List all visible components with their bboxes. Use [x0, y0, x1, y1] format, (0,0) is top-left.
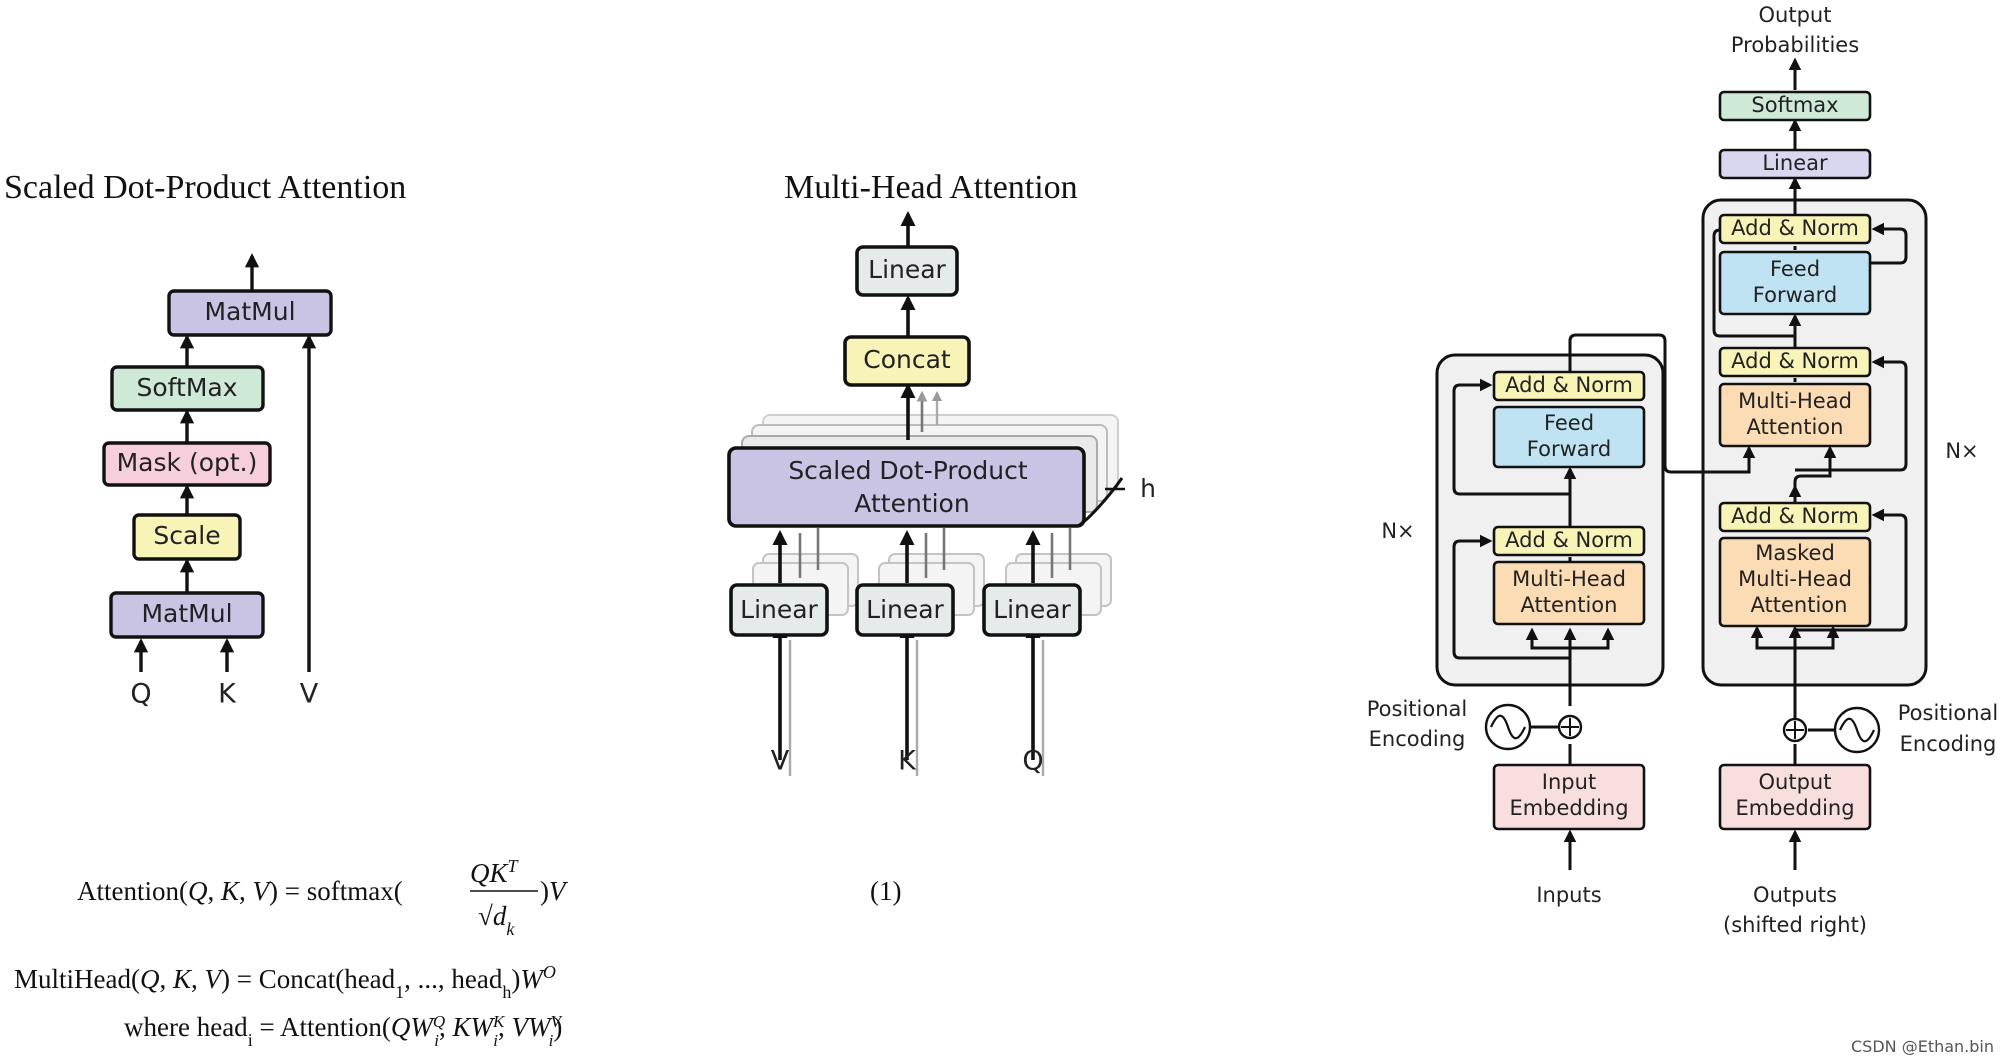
dec-masked-label-3: Attention [1751, 593, 1848, 617]
sdpa-diagram: Scaled Dot-Product Attention MatMul Soft… [4, 169, 406, 710]
enc-mha-box [1492, 560, 1646, 626]
mha-sdpa-label-1: Scaled Dot-Product [788, 456, 1028, 485]
dec-addnorm-3-box [1718, 213, 1872, 245]
mha-h-label: h [1140, 474, 1156, 503]
dec-ff-box [1718, 250, 1872, 316]
dec-softmax-box [1718, 90, 1872, 122]
sdpa-mask-box [102, 441, 272, 487]
dec-linear-box [1718, 148, 1872, 180]
input-embedding-label-2: Embedding [1509, 796, 1628, 820]
attention-formula: Attention(Q, K, V) = softmax( QKT √dk )V… [77, 856, 901, 939]
dec-masked-label-1: Masked [1755, 541, 1835, 565]
dec-mha-label-2: Attention [1747, 415, 1844, 439]
enc-addnorm-2-label: Add & Norm [1505, 373, 1633, 397]
output-probabilities-label-2: Probabilities [1731, 33, 1859, 57]
mha-input-k: K [898, 746, 917, 777]
mha-input-q: Q [1022, 746, 1043, 777]
output-embedding-label-1: Output [1759, 770, 1832, 794]
mha-title: Multi-Head Attention [784, 169, 1078, 206]
mha-concat-label: Concat [863, 345, 951, 374]
enc-addnorm-1-label: Add & Norm [1505, 528, 1633, 552]
mha-concat-box [843, 335, 971, 387]
mha-linear-top-box [855, 245, 959, 297]
output-embedding-box [1718, 763, 1872, 831]
sdpa-matmul-bottom-box [109, 591, 265, 639]
outputs-label-1: Outputs [1753, 883, 1837, 907]
encoder-block [1435, 353, 1665, 687]
dec-softmax-label: Softmax [1751, 93, 1838, 117]
dec-pos-label-2: Encoding [1900, 732, 1997, 756]
enc-ff-label-1: Feed [1544, 411, 1594, 435]
svg-text:√dk: √dk [478, 901, 515, 939]
inputs-label: Inputs [1536, 883, 1601, 907]
enc-pos-label-1: Positional [1367, 697, 1467, 721]
sdpa-title: Scaled Dot-Product Attention [4, 169, 406, 206]
svg-text:Attention(Q, K, V) = softmax(: Attention(Q, K, V) = softmax( [77, 876, 403, 906]
dec-addnorm-1-box [1718, 501, 1872, 533]
input-embedding-label-1: Input [1542, 770, 1596, 794]
enc-mha-label-2: Attention [1521, 593, 1618, 617]
mha-linear-q-label: Linear [993, 595, 1071, 624]
dec-ff-label-1: Feed [1770, 257, 1820, 281]
mha-sdpa-label-2: Attention [854, 489, 969, 518]
sdpa-softmax-box [110, 365, 265, 412]
mha-linear-k-box [855, 583, 955, 637]
sdpa-mask-label: Mask (opt.) [117, 448, 258, 477]
sdpa-scale-label: Scale [153, 521, 220, 550]
mha-linear-q-box [982, 583, 1082, 637]
svg-text:)V: )V [540, 876, 569, 906]
mha-linear-k-label: Linear [866, 595, 944, 624]
dec-ff-label-2: Forward [1753, 283, 1837, 307]
mha-diagram: Multi-Head Attention [727, 169, 1156, 777]
dec-pos-label-1: Positional [1898, 701, 1998, 725]
sdpa-matmul-bottom-label: MatMul [141, 599, 232, 628]
enc-ff-label-2: Forward [1527, 437, 1611, 461]
equation-number: (1) [870, 876, 901, 906]
sdpa-input-k: K [218, 679, 237, 710]
svg-text:QKT: QKT [470, 856, 520, 888]
enc-pos-label-2: Encoding [1369, 727, 1466, 751]
dec-nx-label: N× [1945, 439, 1978, 463]
dec-addnorm-2-box [1718, 346, 1872, 378]
sdpa-input-v: V [300, 679, 319, 710]
dec-masked-mha-box [1718, 536, 1872, 628]
multihead-formula: MultiHead(Q, K, V) = Concat(head1, ..., … [14, 962, 564, 1050]
sdpa-matmul-top-label: MatMul [204, 297, 295, 326]
mha-linear-top-label: Linear [868, 255, 946, 284]
dec-mha-label-1: Multi-Head [1738, 389, 1852, 413]
input-embedding-box [1492, 763, 1646, 831]
enc-ff-box [1492, 405, 1646, 469]
enc-mha-label-1: Multi-Head [1512, 567, 1626, 591]
enc-addnorm-1-box [1492, 525, 1646, 557]
mha-linear-v-box [729, 583, 829, 637]
dec-masked-label-2: Multi-Head [1738, 567, 1852, 591]
outputs-label-2: (shifted right) [1723, 913, 1867, 937]
output-probabilities-label-1: Output [1759, 3, 1832, 27]
svg-text:MultiHead(Q, K, V) = Concat(he: MultiHead(Q, K, V) = Concat(head1, ..., … [14, 962, 556, 1002]
output-embedding-label-2: Embedding [1735, 796, 1854, 820]
dec-addnorm-3-label: Add & Norm [1731, 216, 1859, 240]
sdpa-input-q: Q [130, 679, 151, 710]
dec-addnorm-2-label: Add & Norm [1731, 349, 1859, 373]
enc-nx-label: N× [1381, 519, 1414, 543]
mha-linear-v-label: Linear [740, 595, 818, 624]
watermark: CSDN @Ethan.bin [1851, 1037, 1994, 1056]
dec-linear-label: Linear [1762, 151, 1828, 175]
enc-sine-icon [1484, 703, 1532, 751]
transformer-diagram: Softmax Linear Add & Norm Feed Forward A… [1367, 3, 1998, 937]
dec-sine-icon [1833, 706, 1881, 754]
mha-sdpa-box [727, 446, 1086, 528]
sdpa-scale-box [132, 513, 242, 561]
sdpa-softmax-label: SoftMax [136, 373, 237, 402]
enc-addnorm-2-box [1492, 370, 1646, 402]
dec-addnorm-1-label: Add & Norm [1731, 504, 1859, 528]
mha-input-v: V [771, 746, 790, 777]
dec-mha-box [1718, 382, 1872, 448]
sdpa-matmul-top-box [167, 289, 333, 337]
